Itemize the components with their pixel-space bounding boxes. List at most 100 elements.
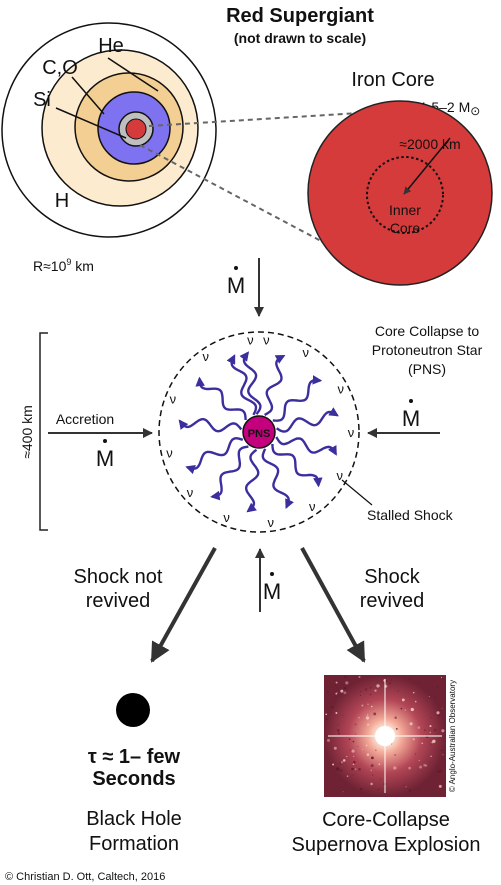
si-leader-line <box>55 107 127 139</box>
supernova-speckle <box>352 774 354 776</box>
supernova-speckle <box>358 717 360 719</box>
supernova-speckle <box>326 691 329 694</box>
supernova-speckle <box>430 743 433 745</box>
supernova-photo <box>324 675 446 797</box>
supernova-speckle <box>366 753 370 756</box>
supernova-speckle <box>331 706 334 709</box>
supernova-speckle <box>401 698 405 702</box>
supernova-speckle <box>408 766 411 770</box>
iron-core-radius-label: ≈2000 km <box>399 136 460 152</box>
supernova-speckle <box>370 764 374 768</box>
supernova-speckle <box>342 715 344 717</box>
supernova-speckle <box>352 740 355 743</box>
supernova-speckle <box>375 749 377 752</box>
collapse-caption-line1: Core Collapse to <box>375 323 479 339</box>
supernova-speckle <box>419 765 423 769</box>
neutrino-label: ν <box>309 499 316 514</box>
supernova-speckle <box>377 789 380 791</box>
iron-core-title: Iron Core <box>351 69 434 91</box>
copyright-credit: © Christian D. Ott, Caltech, 2016 <box>5 871 165 883</box>
neutrino-label: ν <box>170 392 177 407</box>
supernova-speckle <box>438 769 442 773</box>
neutrino-arrow <box>245 448 260 513</box>
supernova-speckle <box>412 691 415 694</box>
supernova-speckle <box>339 769 343 773</box>
supernova-speckle <box>369 693 372 696</box>
supernova-speckle <box>367 703 369 705</box>
stalled-shock-leader <box>341 479 373 506</box>
supernova-speckle <box>438 784 442 788</box>
supernova-speckle <box>408 677 411 680</box>
revived-arrow <box>300 547 366 663</box>
supernova-speckle <box>440 677 443 679</box>
supernova-speckle <box>364 688 368 691</box>
neutrino-arrow <box>271 443 323 488</box>
supernova-speckle <box>335 712 338 714</box>
supernova-speckle <box>429 731 432 734</box>
supernova-speckle <box>430 755 432 758</box>
supernova-speckle <box>359 694 361 696</box>
revived-label-line1: Shock <box>364 566 421 588</box>
neutrino-arrow <box>195 376 247 421</box>
supernova-speckle <box>327 738 330 742</box>
supernova-speckle <box>353 760 356 764</box>
mdot-dot-top <box>234 266 238 270</box>
he-leader-line <box>107 57 159 92</box>
supernova-speckle <box>360 691 362 693</box>
supernova-speckle <box>346 775 349 777</box>
pns-circle <box>242 415 276 449</box>
supernova-speckle <box>385 680 388 683</box>
supernova-speckle <box>344 675 347 679</box>
supernova-speckle <box>332 763 335 766</box>
neutrino-label: ν <box>187 485 194 500</box>
supernova-speckle <box>379 778 381 780</box>
neutrino-label: ν <box>337 468 344 483</box>
neutrino-label: ν <box>223 510 230 525</box>
not-revived-label-line1: Shock not <box>74 566 163 588</box>
supernova-speckle <box>351 767 354 771</box>
neutrino-arrow <box>226 354 258 416</box>
supernova-speckle <box>428 696 430 698</box>
co-label: C,O <box>42 57 78 79</box>
supernova-speckle <box>345 681 349 685</box>
accretion-label: Accretion <box>56 411 114 427</box>
black-hole <box>116 693 150 727</box>
supernova-speckle <box>436 770 439 773</box>
collapse-caption-line2: Protoneutron Star <box>372 342 483 358</box>
supernova-speckle <box>421 742 423 745</box>
supernova-speckle <box>433 696 436 698</box>
size-label: ≈400 km <box>19 405 35 459</box>
supernova-speckle <box>365 744 368 747</box>
supernova-speckle <box>394 753 397 757</box>
supernova-speckle <box>340 761 343 764</box>
supernova-speckle <box>345 755 348 758</box>
mdot-label-top: M <box>227 273 245 298</box>
supernova-speckle <box>405 786 407 788</box>
supernova-speckle <box>410 707 414 712</box>
supergiant-title: Red Supergiant <box>226 5 374 27</box>
neutrino-arrow <box>272 375 323 422</box>
supergiant-subtitle: (not drawn to scale) <box>234 30 366 46</box>
supernova-speckle <box>393 766 397 770</box>
supernova-speckle <box>430 716 432 719</box>
mdot-dot-bottom <box>270 572 274 576</box>
supernova-speckle <box>441 707 443 709</box>
he-label: He <box>98 35 124 57</box>
supernova-speckle <box>418 759 420 762</box>
supernova-speckle <box>388 682 391 685</box>
supernova-speckle <box>431 741 434 744</box>
supernova-speckle <box>404 709 406 711</box>
supernova-speckle <box>352 763 355 766</box>
supernova-speckle <box>358 767 361 771</box>
neutrino-arrow <box>275 407 339 433</box>
supernova-speckle <box>344 693 347 696</box>
supernova-speckle <box>414 753 417 755</box>
supernova-speckle <box>402 677 404 679</box>
tau-label-line2: Seconds <box>92 768 175 790</box>
projection-line-lower <box>139 144 322 242</box>
size-bracket <box>39 332 48 531</box>
supernova-speckle <box>412 738 415 741</box>
neutrino-label: ν <box>166 445 173 460</box>
supernova-speckle <box>414 700 417 703</box>
